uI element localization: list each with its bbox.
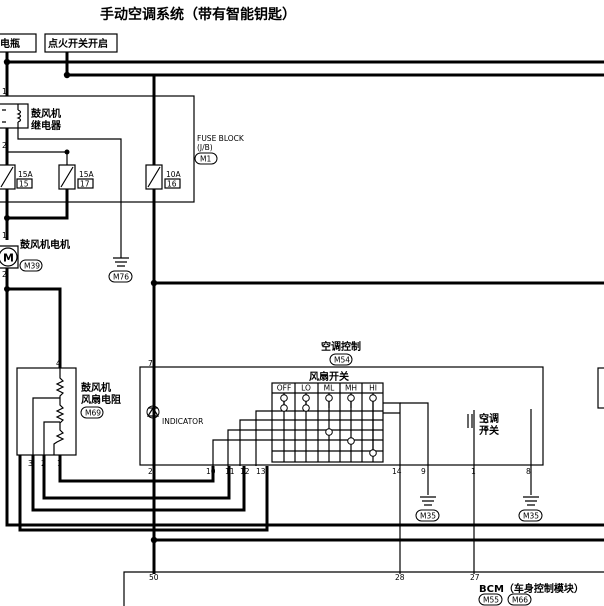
motor-to-resistor-wires [4,268,604,544]
ac-control: 空调控制 M54 7 2 10 11 12 13 14 9 1 8 INDICA… [139,340,544,476]
resistor-pin-3: 3 [28,459,33,468]
bcm-connector-2: M66 [512,596,528,605]
fan-position-mh: MH [345,384,357,393]
relay-pin-1: 1 [2,87,7,96]
fuse-15-amp: 15A [18,170,34,179]
fuse-15: 15A 15 [0,128,34,190]
battery-label: 电瓶 [0,37,20,50]
battery-box: 电瓶 [0,33,37,53]
acc-pin-8: 8 [526,467,531,476]
acc-pin-7: 7 [148,359,153,368]
blower-fan-resistor: 4 鼓风机 风扇电阻 M69 3 2 1 [16,359,121,468]
fan-switch-grid [272,383,383,462]
fuse-block-jb: (J/B) [197,143,213,152]
fan-switch-label: 风扇开关 [309,370,349,383]
ac-switch-label-1: 空调 [479,412,499,425]
indicator-label: INDICATOR [162,417,203,426]
fuse-16-num: 16 [167,180,177,189]
diagram-title: 手动空调系统（带有智能钥匙） [100,6,296,23]
fuse-15-num: 15 [19,180,29,189]
bcm-connector-1: M55 [483,596,499,605]
fuse-output-wires [4,189,604,574]
acc-pin-12: 12 [240,467,250,476]
resistor-output-wires [18,455,269,532]
resistor-connector: M69 [85,409,101,418]
fuse-16-amp: 10A [166,170,182,179]
ground-m35a-label: M35 [420,512,436,521]
bcm: 50 28 27 BCM（车身控制模块） M55 M66 [123,571,604,606]
ground-m35-b: M35 [518,496,543,522]
power-wires [3,52,604,96]
acc-pin-11: 11 [225,467,235,476]
acc-pin-10: 10 [206,467,216,476]
fan-position-ml: ML [324,384,335,393]
relay-pin-2: 2 [2,141,7,150]
fuse-17-amp: 15A [79,170,95,179]
ac-control-connector: M54 [334,356,350,365]
blower-relay: 1 鼓风机 继电器 2 [0,87,122,258]
bcm-pin-27: 27 [470,573,480,582]
fuse-block: FUSE BLOCK (J/B) M1 [0,95,245,203]
bcm-pin-50: 50 [149,573,159,582]
blower-relay-label-1: 鼓风机 [31,107,61,120]
acc-pin-2: 2 [148,467,153,476]
blower-motor: 1 M 鼓风机电机 M39 2 [0,231,70,279]
resistor-label-2: 风扇电阻 [81,393,121,406]
ignition-box: 点火开关开启 [44,33,118,53]
fan-switch-headers: OFF LO ML MH HI [277,384,377,393]
ground-m76: M76 [108,257,133,283]
blower-motor-label: 鼓风机电机 [20,238,70,251]
acc-pin-9: 9 [421,467,426,476]
fan-position-lo: LO [301,384,311,393]
ignition-label: 点火开关开启 [48,37,108,50]
fuse-block-title: FUSE BLOCK [197,134,245,143]
fuse-16: 10A 16 [145,75,182,190]
fan-position-hi: HI [369,384,377,393]
ground-m76-label: M76 [113,273,129,282]
ac-switch-label-2: 开关 [479,424,499,437]
offpage-component [597,367,604,409]
ac-control-label: 空调控制 [321,340,361,353]
bcm-pin-28: 28 [395,573,405,582]
blower-relay-label-2: 继电器 [31,119,62,132]
acc-pin-14: 14 [392,467,402,476]
fan-position-off: OFF [277,384,292,393]
resistor-pin-4: 4 [56,359,61,368]
ac-control-output-wires [399,466,532,574]
ac-control-internal-wires: 空调 开关 [153,402,532,466]
motor-pin-1: 1 [2,231,7,240]
fuse-17-num: 17 [80,180,90,189]
blower-motor-connector: M39 [24,262,40,271]
acc-pin-13: 13 [256,467,266,476]
fuse-block-connector: M1 [200,155,211,164]
bcm-label: BCM（车身控制模块） [479,582,584,595]
ground-m35-a: M35 [415,496,440,522]
resistor-label-1: 鼓风机 [81,381,111,394]
ground-m35b-label: M35 [523,512,539,521]
motor-pin-2: 2 [2,270,7,279]
motor-symbol: M [3,252,14,265]
